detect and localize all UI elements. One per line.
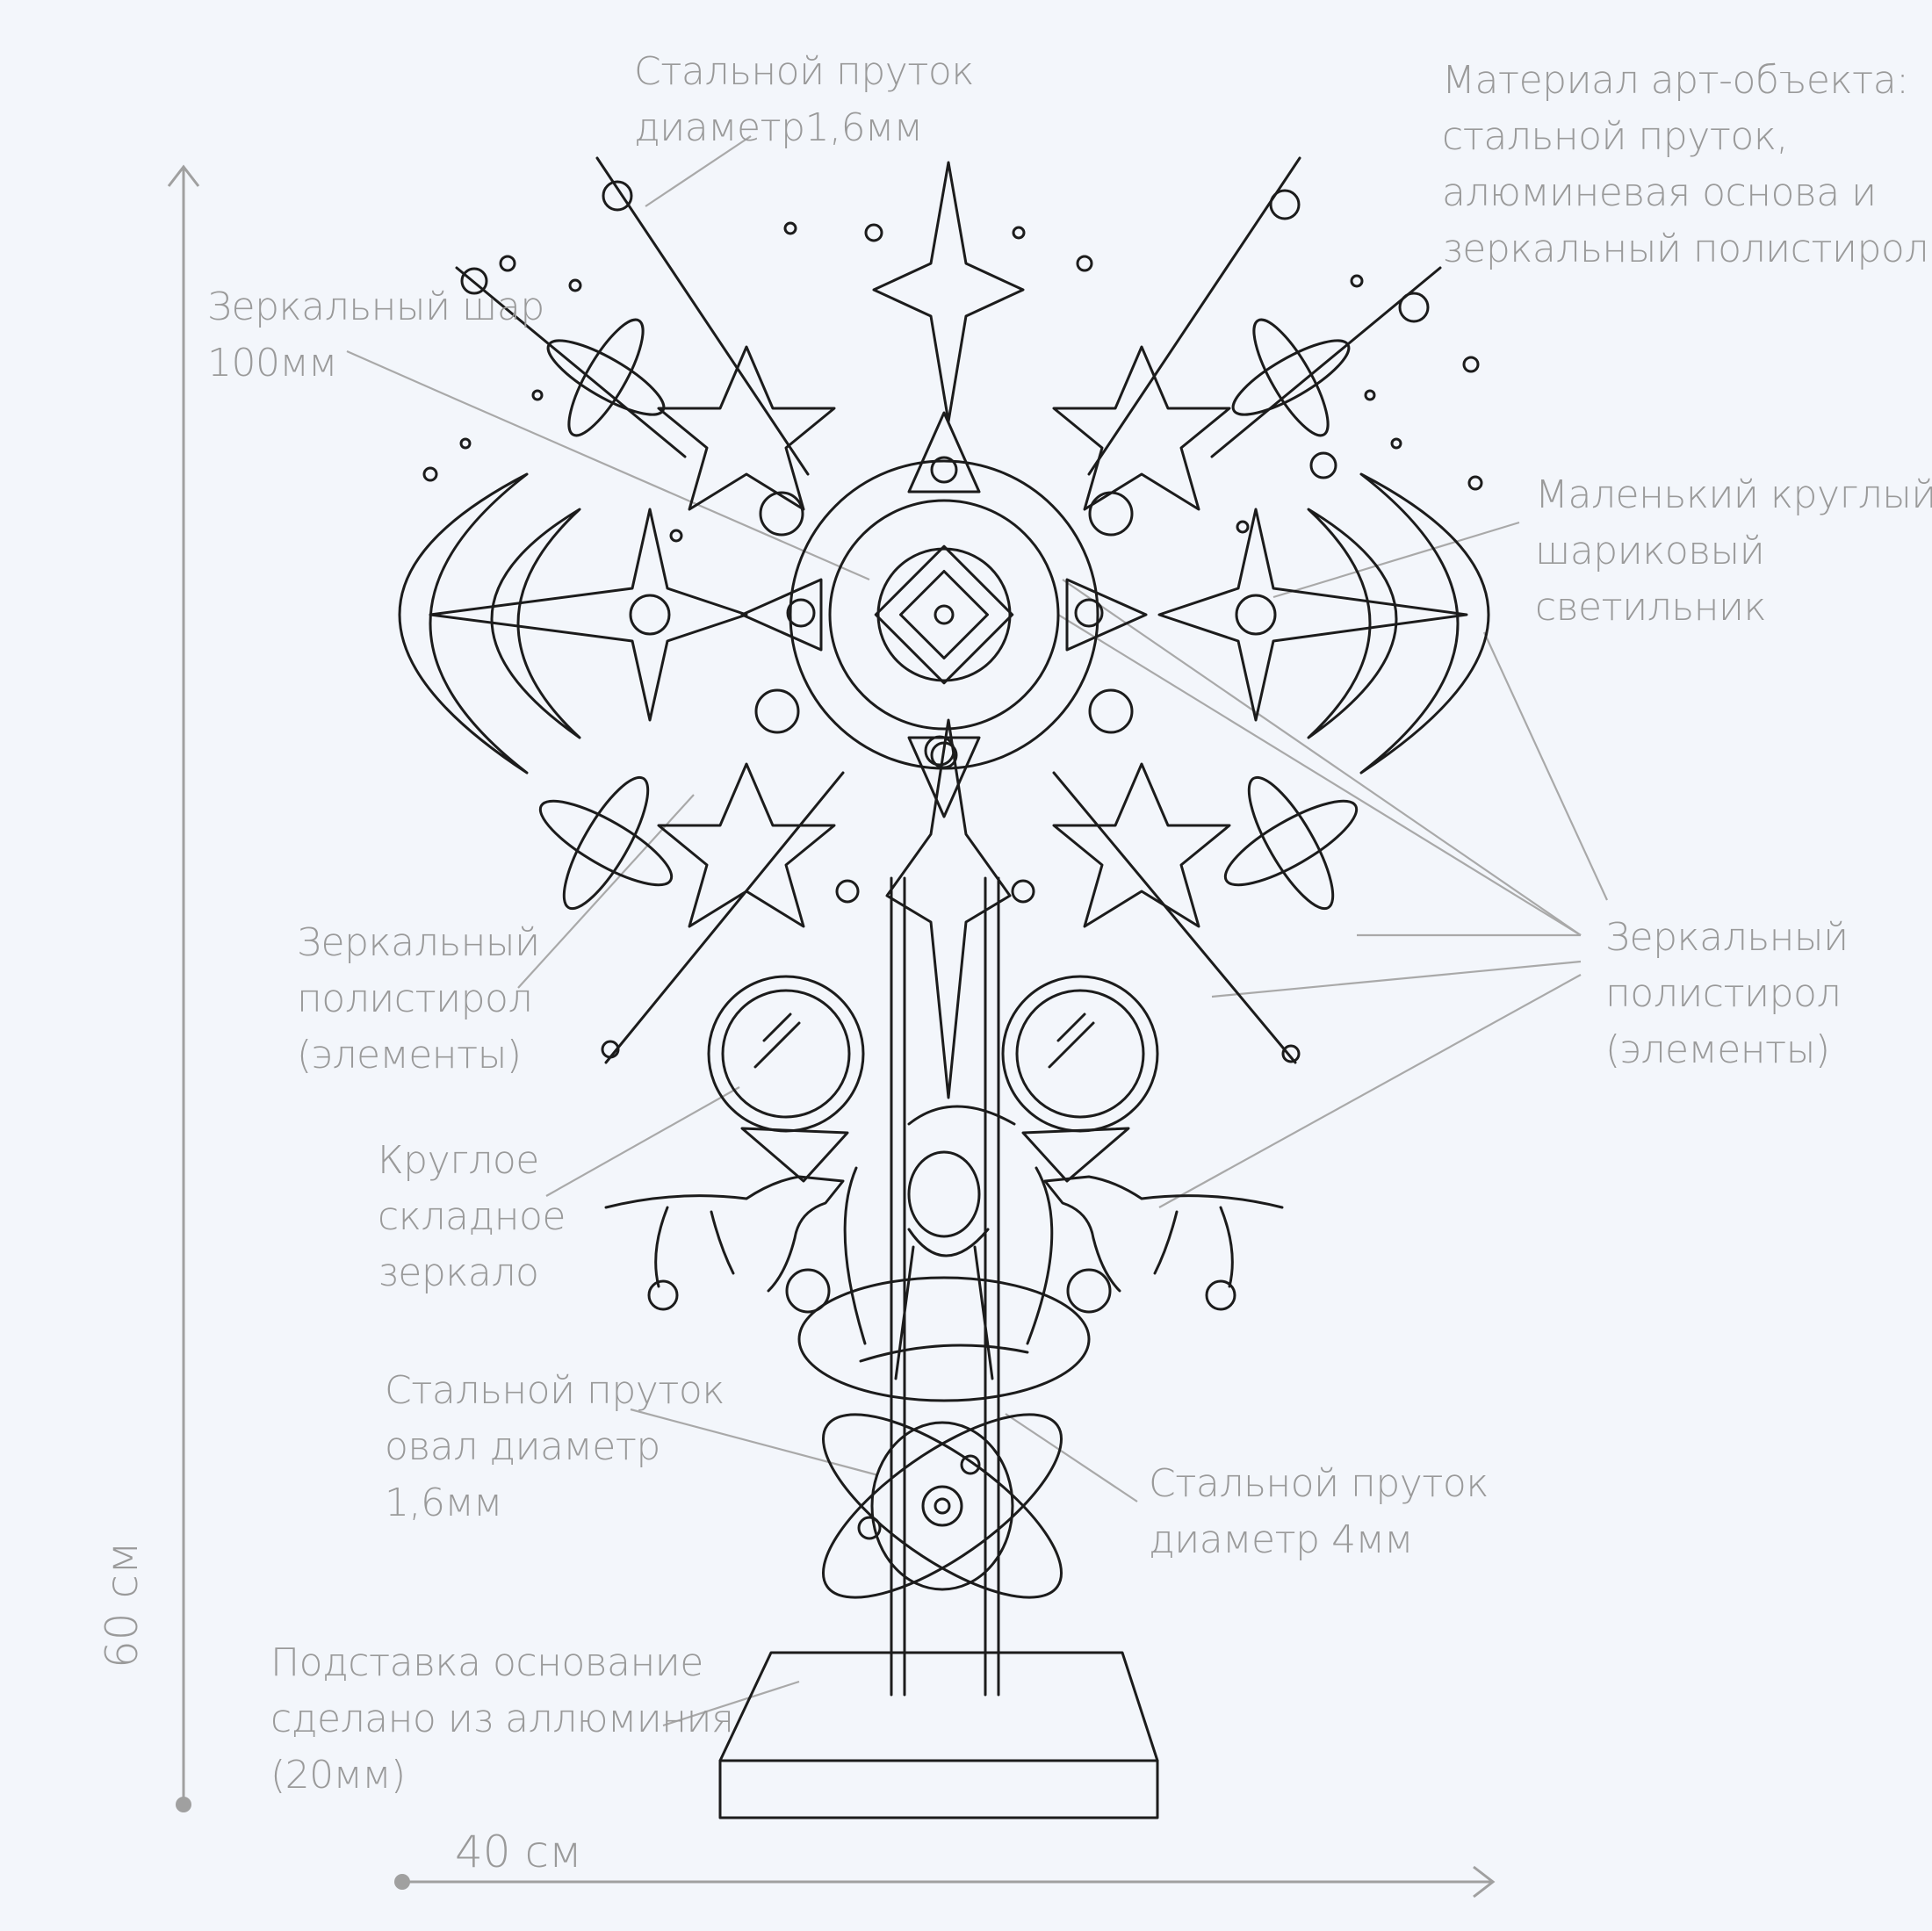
label-steel-rod-4mm: Стальной пруток диаметр 4мм bbox=[1149, 1456, 1489, 1568]
sparkle-dots bbox=[422, 221, 1483, 543]
label-line: светильник bbox=[1535, 585, 1767, 630]
label-line: складное bbox=[378, 1194, 566, 1239]
label-steel-rod-top: Стальной пруток диаметр1,6мм bbox=[634, 44, 974, 156]
label-line: Стальной пруток bbox=[634, 49, 974, 94]
label-stand: Подставка основание сделано из аллюминия… bbox=[270, 1635, 734, 1804]
folding-mirrors bbox=[707, 975, 1159, 1183]
label-line: алюминевая основа и bbox=[1442, 170, 1877, 215]
label-line: шариковый bbox=[1535, 529, 1765, 573]
label-line: Круглое bbox=[378, 1138, 539, 1183]
label-line: полистирол bbox=[1605, 971, 1842, 1016]
aluminium-stand bbox=[718, 1651, 1159, 1819]
label-line: сделано из аллюминия bbox=[270, 1697, 734, 1741]
leader-lines bbox=[346, 135, 1608, 1727]
central-oval-ring bbox=[797, 1105, 1091, 1402]
animal-figures bbox=[604, 1175, 1284, 1314]
label-polystyrene-right: Зеркальный полистирол (элементы) bbox=[1605, 910, 1849, 1078]
label-small-lamp: Маленький круглый шариковый светильник bbox=[1535, 467, 1932, 636]
label-line: Стальной пруток bbox=[1149, 1461, 1489, 1506]
label-line: (20мм) bbox=[270, 1753, 406, 1798]
width-dimension-label: 40 см bbox=[455, 1827, 582, 1877]
steel-rods-4mm bbox=[890, 876, 1000, 1697]
atom-ornament bbox=[821, 1413, 1063, 1599]
label-line: (элементы) bbox=[1605, 1027, 1830, 1072]
height-dimension-label: 60 см bbox=[97, 1541, 148, 1668]
label-material: Материал арт-объекта: стальной пруток, а… bbox=[1442, 53, 1928, 277]
label-line: стальной пруток, bbox=[1442, 114, 1788, 159]
corner-stars bbox=[657, 345, 1231, 928]
mirror-balls bbox=[754, 451, 1337, 904]
label-line: (элементы) bbox=[297, 1033, 522, 1077]
label-folding-mirror: Круглое складное зеркало bbox=[378, 1133, 566, 1301]
diagonal-rods bbox=[455, 156, 1442, 1064]
label-line: 1,6мм bbox=[385, 1481, 502, 1525]
label-steel-rod-oval: Стальной пруток овал диаметр 1,6мм bbox=[385, 1363, 724, 1531]
label-line: Зеркальный bbox=[1605, 915, 1849, 960]
atom-flowers bbox=[538, 318, 1359, 911]
label-line: диаметр 4мм bbox=[1149, 1517, 1413, 1562]
label-line: Стальной пруток bbox=[385, 1368, 724, 1413]
label-line: овал диаметр bbox=[385, 1424, 660, 1469]
width-dimension-arrow bbox=[394, 1865, 1496, 1899]
side-stars bbox=[429, 508, 1468, 722]
label-line: Зеркальный шар bbox=[207, 285, 544, 329]
vertical-stars bbox=[872, 161, 1025, 1099]
label-line: Маленький круглый bbox=[1535, 472, 1932, 517]
label-line: полистирол bbox=[297, 976, 533, 1021]
crescent-shapes bbox=[398, 472, 1490, 775]
label-polystyrene-left: Зеркальный полистирол (элементы) bbox=[297, 915, 540, 1084]
label-line: Подставка основание bbox=[270, 1640, 703, 1685]
label-mirror-ball: Зеркальный шар 100мм bbox=[207, 279, 544, 392]
label-line: диаметр1,6мм bbox=[634, 105, 923, 150]
label-line: Материал арт-объекта: bbox=[1442, 58, 1909, 103]
label-line: 100мм bbox=[207, 341, 337, 385]
label-line: Зеркальный bbox=[297, 920, 540, 965]
label-line: зеркальный полистирол bbox=[1442, 227, 1928, 271]
central-mandala bbox=[740, 411, 1148, 818]
label-line: зеркало bbox=[378, 1250, 539, 1295]
height-dimension-arrow bbox=[167, 164, 200, 1812]
